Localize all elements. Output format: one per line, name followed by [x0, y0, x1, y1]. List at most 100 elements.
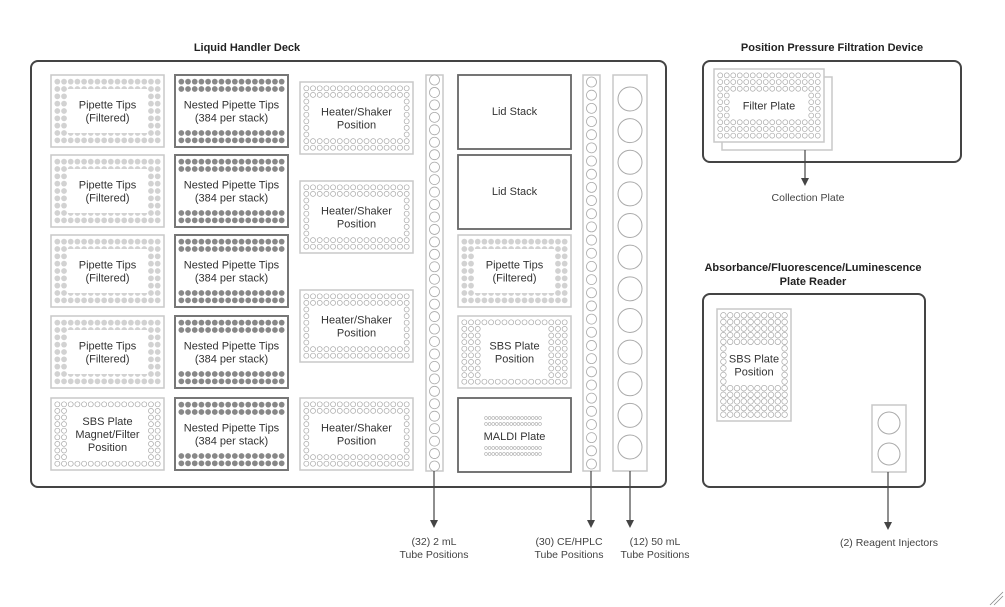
- heater-shaker-label-line1: Heater/Shaker: [321, 206, 392, 218]
- well: [730, 132, 737, 139]
- well: [350, 401, 357, 408]
- well: [733, 391, 741, 398]
- well: [468, 365, 474, 372]
- maldi-spot: [531, 422, 535, 426]
- filtration-device: Position Pressure Filtration Device Filt…: [702, 42, 962, 204]
- well: [61, 334, 67, 341]
- well: [303, 306, 310, 313]
- well: [514, 378, 521, 385]
- well: [736, 79, 743, 85]
- nested-tips-label-line2: (384 per stack): [195, 436, 268, 448]
- well: [191, 217, 198, 224]
- well: [121, 401, 128, 408]
- nested-tips-label-line1: Nested Pipette Tips: [184, 260, 280, 272]
- well: [541, 319, 548, 326]
- well: [761, 312, 768, 319]
- tube-ce-hplc: [586, 155, 597, 167]
- well: [278, 460, 285, 467]
- well: [265, 130, 272, 136]
- well: [468, 359, 474, 365]
- well: [245, 137, 252, 144]
- maldi-spot: [509, 446, 513, 450]
- tube-ce-hplc: [586, 129, 597, 141]
- well: [154, 246, 161, 252]
- well: [121, 158, 128, 165]
- well: [303, 421, 310, 427]
- well: [74, 78, 81, 85]
- well: [808, 132, 815, 139]
- well: [154, 93, 161, 100]
- well: [81, 401, 87, 408]
- tube-2ml: [429, 360, 440, 372]
- well: [67, 378, 74, 385]
- well: [474, 238, 481, 245]
- well: [185, 290, 191, 296]
- tip-grid: [178, 78, 285, 144]
- well: [245, 327, 252, 333]
- well: [303, 224, 310, 230]
- well: [252, 86, 258, 92]
- well: [154, 363, 161, 370]
- well: [740, 312, 747, 319]
- well: [67, 319, 74, 326]
- well: [54, 166, 61, 172]
- well: [303, 401, 310, 408]
- well: [356, 191, 363, 197]
- well: [736, 126, 743, 132]
- well: [461, 246, 468, 252]
- well: [774, 332, 781, 339]
- well: [148, 173, 154, 180]
- well: [323, 85, 330, 92]
- well: [303, 441, 310, 447]
- well: [781, 338, 788, 345]
- well: [303, 313, 310, 319]
- well: [720, 391, 727, 398]
- well: [128, 217, 134, 224]
- well: [323, 408, 330, 414]
- well: [134, 378, 141, 385]
- well: [198, 401, 205, 408]
- well: [245, 371, 252, 377]
- maldi-spot: [495, 446, 499, 450]
- tube-50ml: [617, 371, 643, 397]
- well: [561, 290, 568, 296]
- pipette-tips-filtered: Pipette Tips(Filtered): [50, 234, 165, 308]
- well: [114, 78, 121, 85]
- well: [350, 92, 357, 98]
- well: [749, 132, 756, 139]
- well: [238, 78, 245, 85]
- well: [225, 137, 232, 144]
- well: [769, 119, 776, 126]
- well: [733, 332, 741, 339]
- maldi-spot: [491, 452, 495, 456]
- well: [403, 333, 410, 339]
- well: [782, 79, 789, 85]
- well: [114, 238, 121, 245]
- well: [508, 378, 515, 385]
- well: [154, 327, 161, 333]
- well: [148, 334, 154, 341]
- well: [258, 78, 265, 85]
- maldi-spot: [505, 422, 510, 426]
- tube-ce-hplc: [586, 102, 597, 114]
- well: [403, 293, 410, 300]
- well: [767, 391, 775, 398]
- well: [121, 297, 128, 304]
- injector: [877, 411, 901, 435]
- well: [323, 237, 330, 243]
- well: [370, 138, 377, 144]
- well: [148, 166, 154, 172]
- well: [756, 85, 763, 92]
- well: [756, 132, 763, 139]
- well: [363, 293, 370, 300]
- well: [403, 230, 410, 237]
- well: [720, 411, 727, 418]
- well: [61, 378, 67, 385]
- well: [198, 137, 205, 144]
- well: [403, 144, 410, 151]
- well: [67, 78, 74, 85]
- tube-ce-hplc: [586, 221, 597, 233]
- well: [141, 158, 148, 165]
- well: [134, 217, 141, 224]
- maldi-spot: [538, 416, 542, 420]
